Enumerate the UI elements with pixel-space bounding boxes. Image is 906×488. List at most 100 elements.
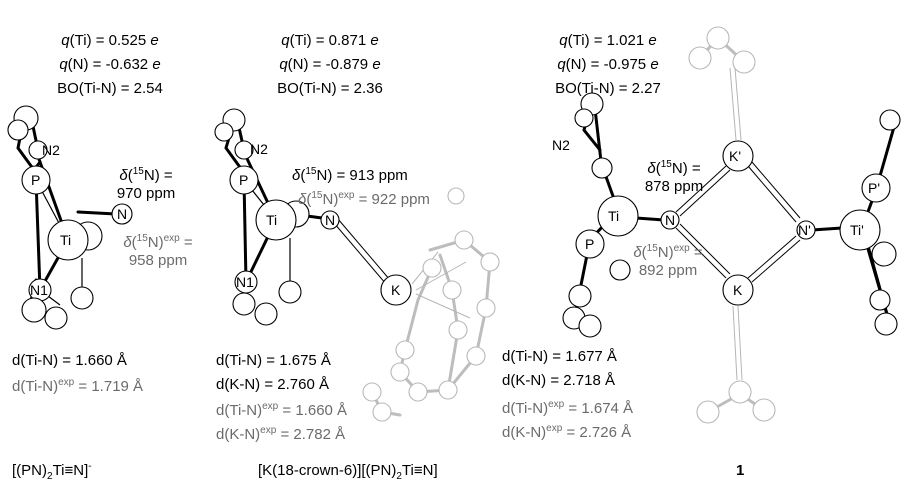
- k-o-contact: [732, 305, 738, 381]
- crown-caption: [K(18-crown-6)][(PN)2Ti≡N]: [258, 462, 438, 482]
- label-k-prime: K': [729, 148, 741, 164]
- atom-n-prime: [796, 220, 816, 240]
- anion-q-n: q(N) = -0.632 e: [59, 56, 161, 73]
- atom: [234, 140, 254, 160]
- anion-nmr-calc: δ(15N) =970 ppm: [116, 166, 176, 203]
- label-n2: N2: [42, 142, 60, 158]
- label-n: N: [117, 206, 127, 222]
- crown-q-n: q(N) = -0.879 e: [279, 56, 381, 73]
- label-k: K: [391, 282, 401, 298]
- k-o-contact: [729, 67, 737, 141]
- atom: [44, 306, 68, 330]
- dimer-d-k-n-exp: d(K-N)exp = 2.726 Å: [502, 423, 632, 442]
- label-n2: N2: [250, 141, 268, 157]
- atom-p: [575, 229, 605, 259]
- crown-atom: [706, 26, 730, 50]
- atom: [874, 312, 898, 336]
- crown-atom: [688, 46, 712, 70]
- label-k: K: [733, 282, 743, 298]
- label-n1: N1: [30, 282, 48, 298]
- crown-ether: [362, 187, 500, 422]
- k-n-contact: [747, 235, 797, 279]
- k-n-contact: [337, 218, 391, 281]
- label-n: N: [665, 212, 675, 228]
- crown-bond-order: BO(Ti-N) = 2.36: [277, 80, 383, 97]
- atom: [591, 157, 613, 179]
- crown-atom: [696, 400, 720, 424]
- crown-atom: [476, 298, 496, 318]
- atom: [574, 108, 594, 128]
- label-ti: Ti: [60, 232, 71, 248]
- anion-d-ti-n: d(Ti-N) = 1.660 Å: [12, 352, 127, 369]
- atom-n: [111, 203, 133, 225]
- atom: [871, 241, 897, 267]
- atom: [568, 284, 592, 308]
- atom: [879, 109, 901, 131]
- k2n2-core: [675, 161, 801, 283]
- crown-atom: [372, 402, 392, 422]
- atom-k: [380, 274, 412, 306]
- label-ti: Ti: [266, 212, 277, 228]
- atom-ti: [47, 219, 89, 261]
- crown-atom: [390, 362, 410, 382]
- atom-p: [229, 165, 259, 195]
- crown-atom: [395, 340, 415, 360]
- crown-atom: [728, 380, 752, 404]
- structure-anion: N2 P Ti N N1: [7, 105, 133, 330]
- k-o-contact: [415, 293, 471, 319]
- crown-bond: [403, 266, 434, 352]
- k-n-contact: [675, 227, 727, 279]
- crown-atom: [466, 346, 486, 366]
- crown-d-ti-n: d(Ti-N) = 1.675 Å: [216, 352, 331, 369]
- atom: [7, 119, 29, 141]
- atom-k-prime: [722, 140, 754, 172]
- crown-nmr-calc: δ(15N) = 913 ppm: [292, 166, 408, 185]
- structure-dimer: N2 Ti P N K' K N' Ti' P': [552, 26, 901, 424]
- atom-p-prime: [861, 173, 891, 203]
- atom: [70, 286, 94, 310]
- crown-atom: [447, 187, 465, 205]
- k-o-contact: [415, 261, 467, 291]
- label-p: P: [585, 236, 594, 252]
- k-n-contact: [675, 165, 727, 213]
- label-n: N: [325, 212, 335, 228]
- atom-k: [722, 274, 754, 306]
- atom: [609, 259, 631, 281]
- crown-q-ti: q(Ti) = 0.871 e: [281, 32, 379, 49]
- crown-atom: [480, 252, 500, 272]
- anion-caption: [(PN)2Ti≡N]-: [12, 461, 92, 482]
- anion-d-ti-n-exp: d(Ti-N)exp = 1.719 Å: [12, 377, 144, 396]
- dimer-caption: 1: [736, 462, 745, 479]
- dimer-nmr-calc: δ(15N) =878 ppm: [644, 159, 704, 196]
- label-p: P: [31, 172, 40, 188]
- dimer-d-k-n: d(K-N) = 2.718 Å: [502, 372, 615, 389]
- atom-ti: [597, 195, 639, 237]
- atom: [254, 302, 278, 326]
- anion-q-ti: q(Ti) = 0.525 e: [61, 32, 159, 49]
- ti-n-bond: [634, 216, 666, 222]
- dimer-bond-order: BO(Ti-N) = 2.27: [555, 80, 661, 97]
- ti-n-bond: [76, 210, 118, 216]
- atom: [578, 314, 602, 338]
- label-n1: N1: [236, 274, 254, 290]
- atom: [28, 140, 48, 160]
- label-n2: N2: [552, 137, 570, 153]
- label-p: P: [239, 172, 248, 188]
- crown-atom: [454, 230, 474, 250]
- atom-n: [660, 210, 680, 230]
- dimer-nmr-exp: δ(15N)exp =892 ppm: [633, 243, 703, 280]
- anion-nmr-exp: δ(15N)exp =958 ppm: [123, 233, 193, 270]
- atom: [278, 280, 302, 304]
- k-n-contact: [747, 165, 797, 223]
- crown-d-ti-n-exp: d(Ti-N)exp = 1.660 Å: [216, 401, 348, 420]
- k-n-contact: [679, 169, 731, 217]
- atom: [214, 122, 234, 142]
- label-p-prime: P': [868, 180, 880, 196]
- atom: [21, 297, 47, 323]
- atom-p: [21, 165, 51, 195]
- crown-atom: [732, 50, 756, 74]
- p-n1-bond: [242, 178, 248, 284]
- label-ti-prime: Ti': [850, 222, 864, 238]
- atom: [869, 289, 891, 311]
